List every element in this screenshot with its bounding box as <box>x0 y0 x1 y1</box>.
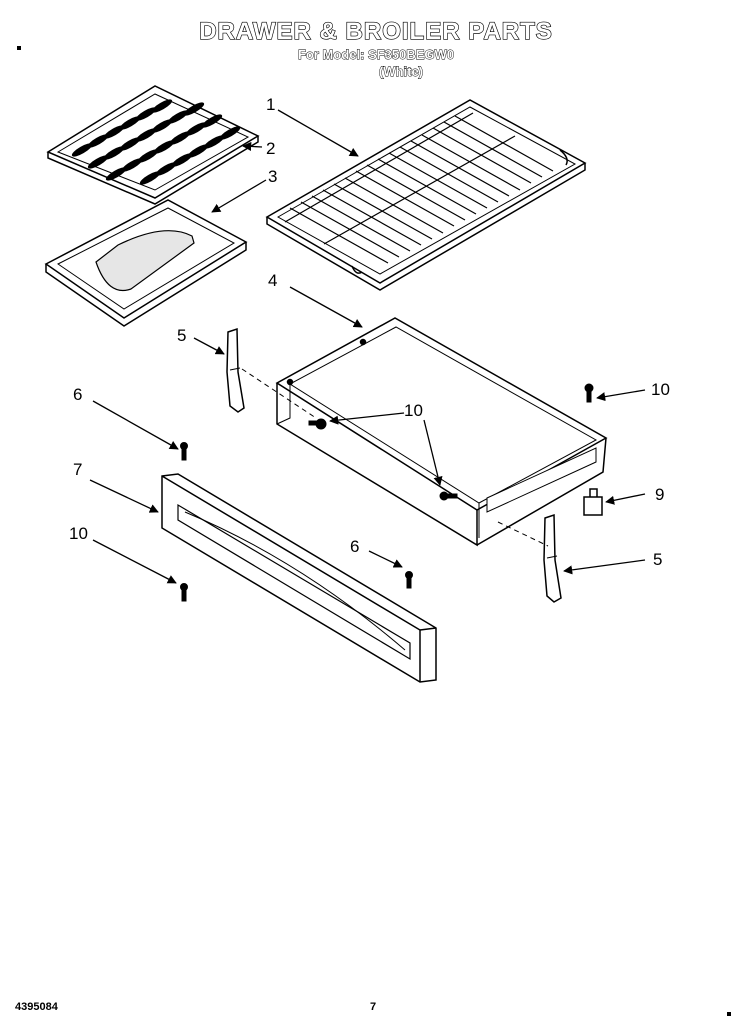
page-number: 7 <box>370 1001 377 1013</box>
drawer-body <box>275 317 608 547</box>
screw <box>584 383 594 403</box>
broiler-pan <box>44 199 248 327</box>
drawer-front-panel <box>161 473 437 683</box>
screw <box>405 571 413 589</box>
doc-number: 4395084 <box>15 1001 58 1013</box>
callout-5-right: 5 <box>653 550 662 569</box>
screw <box>308 418 327 430</box>
callout-10-lower: 10 <box>69 524 88 543</box>
alignment-lines <box>241 368 549 547</box>
callout-3: 3 <box>268 167 277 186</box>
leader-lines <box>89 109 646 584</box>
clip <box>583 488 603 516</box>
page-title: DRAWER & BROILER PARTS <box>199 17 553 45</box>
color-line: (White) <box>378 64 424 80</box>
drawer-glide-right <box>543 513 562 603</box>
callout-6-right: 6 <box>350 537 359 556</box>
callout-6-left: 6 <box>73 385 82 404</box>
callout-5-left: 5 <box>177 326 186 345</box>
callout-10-middle: 10 <box>404 401 423 420</box>
screw <box>180 583 188 602</box>
corner-mark <box>17 46 21 50</box>
callout-2: 2 <box>266 139 275 158</box>
callout-9: 9 <box>655 485 664 504</box>
callout-10-upper: 10 <box>651 380 670 399</box>
model-line: For Model: SF350BEGW0 <box>297 47 455 63</box>
screw <box>439 491 458 501</box>
callout-7: 7 <box>73 460 82 479</box>
screw <box>180 442 188 461</box>
drawer-liner-rack <box>265 99 587 291</box>
corner-mark <box>727 1012 731 1016</box>
callout-1: 1 <box>266 95 275 114</box>
drawer-glide-left <box>226 327 245 413</box>
broiler-grid <box>46 85 260 205</box>
callout-4: 4 <box>268 271 277 290</box>
